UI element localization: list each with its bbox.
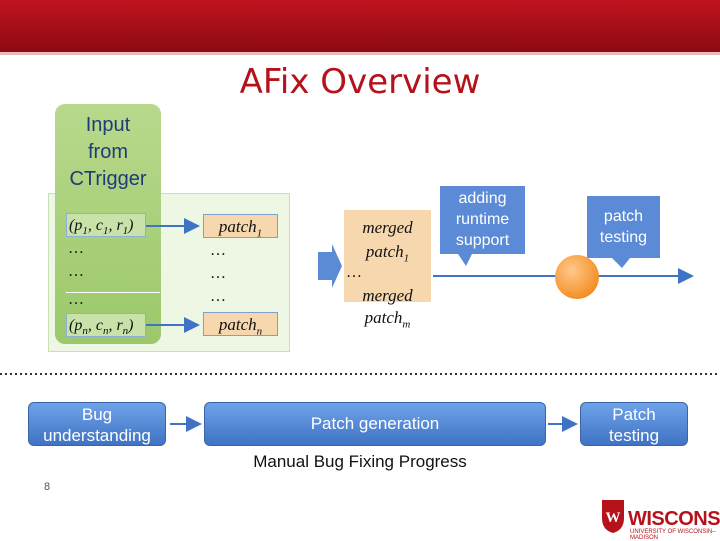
arrow-merge xyxy=(318,244,342,288)
merged-dots: … xyxy=(346,264,362,281)
callout-runtime-line3: support xyxy=(455,232,510,249)
callout-patch-testing: patch testing xyxy=(587,196,660,258)
bug-understanding-box: Bug understanding xyxy=(28,402,166,446)
svg-text:W: W xyxy=(606,510,621,526)
bug-line2: understanding xyxy=(43,426,151,445)
callout-testing-line1: patch xyxy=(603,208,644,225)
tuple-dots-3: … xyxy=(68,291,84,308)
patch-dots-2: … xyxy=(210,265,226,282)
callout-testing-pointer xyxy=(612,258,630,268)
tuple-dots-2: … xyxy=(68,263,84,280)
input-label: Input from CTrigger xyxy=(55,112,161,193)
header-divider xyxy=(0,52,720,55)
progress-caption: Manual Bug Fixing Progress xyxy=(253,452,467,471)
callout-runtime-line2: runtime xyxy=(455,211,510,228)
page-number: 8 xyxy=(44,481,51,493)
patch-generation-box: Patch generation xyxy=(204,402,546,446)
wisconsin-crest-icon: W xyxy=(602,500,624,533)
patch-dots-1: … xyxy=(210,242,226,259)
callout-testing-line2: testing xyxy=(599,229,648,246)
patch-testing-box: Patch testing xyxy=(580,402,688,446)
testing-line1: Patch xyxy=(612,405,656,424)
tuple-dots-1: … xyxy=(68,240,84,257)
patch-dots-3: … xyxy=(210,288,226,305)
input-label-line2: from xyxy=(88,141,128,163)
slide-title: AFix Overview xyxy=(239,62,481,102)
wisconsin-logo-subtext: UNIVERSITY OF WISCONSIN–MADISON xyxy=(630,529,716,541)
patch-first: patch1 xyxy=(203,214,278,239)
tuple-divider xyxy=(66,292,160,293)
testing-line2: testing xyxy=(608,426,660,445)
callout-runtime-support: adding runtime support xyxy=(440,186,525,254)
callout-runtime-pointer xyxy=(458,254,472,266)
merged-last-line1: merged xyxy=(362,286,413,305)
header-bar xyxy=(0,0,720,52)
merged-box xyxy=(344,210,431,302)
wisconsin-logo-text: WISCONSIN xyxy=(628,508,720,530)
callout-runtime-line1: adding xyxy=(458,190,507,207)
merged-first-line1: merged xyxy=(362,218,413,237)
tuple-first: (p1, c1, r1) xyxy=(66,213,146,237)
input-label-line3: CTrigger xyxy=(69,168,147,190)
merged-last-patch: patchm xyxy=(364,308,411,331)
bug-line1: Bug xyxy=(81,405,113,424)
patch-last: patchn xyxy=(203,312,278,337)
tuple-last: (pn, cn, rn) xyxy=(66,313,146,337)
merged-first-patch: patch1 xyxy=(365,242,410,265)
runtime-ball xyxy=(555,255,599,299)
input-label-line1: Input xyxy=(85,114,131,136)
